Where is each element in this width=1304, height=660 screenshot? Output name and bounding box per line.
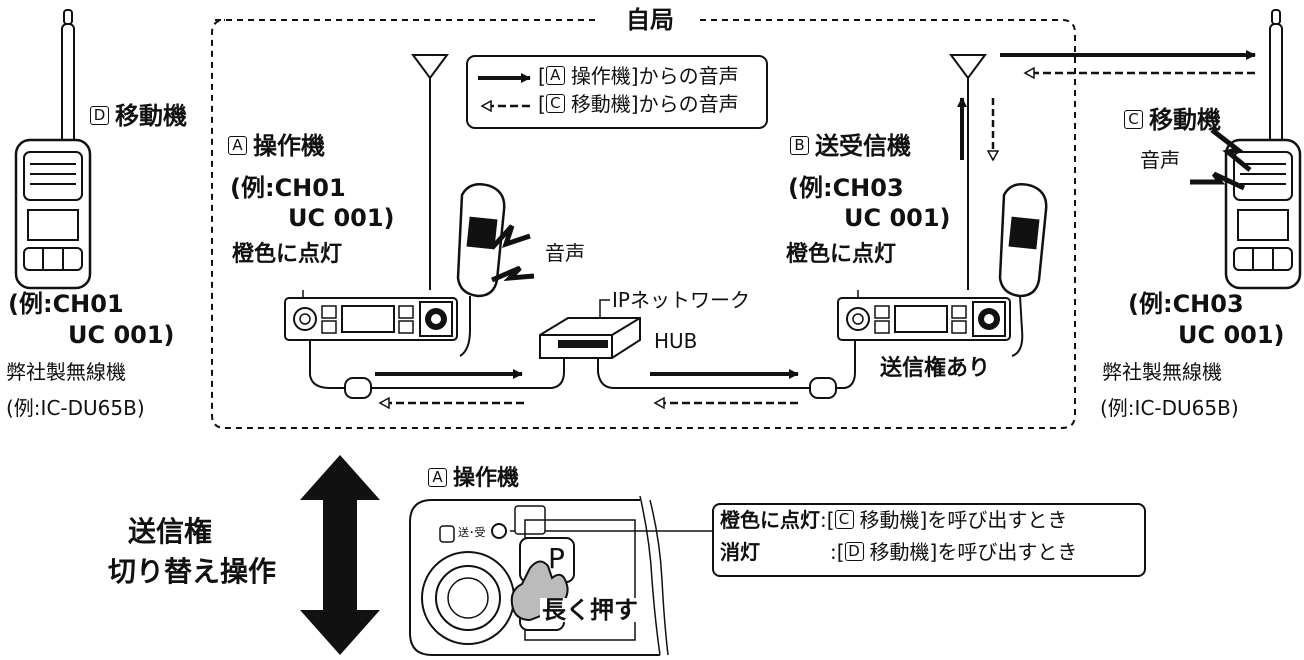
operator-unit xyxy=(284,290,458,341)
operator-lamp: 橙色に点灯 xyxy=(232,242,343,267)
right-radio-ch: (例:CH03 xyxy=(1128,290,1244,318)
press-label: 長く押す xyxy=(540,596,640,624)
transceiver-uc: UC 001) xyxy=(844,204,951,232)
left-radio-uc: UC 001) xyxy=(68,321,175,349)
right-radio-maker: 弊社製無線機 xyxy=(1102,360,1222,384)
transceiver-antenna xyxy=(949,54,987,290)
handheld-radio-right xyxy=(1190,9,1302,290)
right-radio-voice: 音声 xyxy=(1140,148,1180,172)
legend-key-c: C xyxy=(545,94,565,113)
switch-double-arrow xyxy=(300,455,380,655)
left-radio-ch: (例:CH01 xyxy=(8,290,124,318)
switch-label-line1: 送信権 xyxy=(128,515,213,548)
station-title: 自局 xyxy=(620,8,680,32)
operator-voice: 音声 xyxy=(545,241,585,265)
hub-label: HUB xyxy=(654,329,698,353)
legend-key-a: A xyxy=(545,66,565,85)
operator-uc: UC 001) xyxy=(288,204,395,232)
left-radio-model: (例:IC-DU65B) xyxy=(6,396,145,420)
transceiver-lamp: 橙色に点灯 xyxy=(786,242,897,267)
station-boundary xyxy=(211,19,1076,429)
right-radio-model: (例:IC-DU65B) xyxy=(1100,396,1239,420)
network-label: IPネットワーク xyxy=(612,288,750,312)
hub-device xyxy=(539,299,641,359)
panel-closeup xyxy=(409,495,712,656)
switch-label-line2: 切り替え操作 xyxy=(108,555,277,588)
handheld-radio-left xyxy=(14,9,92,290)
right-radio-uc: UC 001) xyxy=(1178,321,1285,349)
transceiver-unit xyxy=(837,290,1011,341)
panel-tx-rx-label: 送･受 xyxy=(458,526,486,539)
transceiver-status: 送信権あり xyxy=(880,356,991,381)
cable-right xyxy=(597,358,810,389)
transceiver-microphone xyxy=(998,183,1048,357)
left-radio-maker: 弊社製無線機 xyxy=(6,360,126,384)
operator-ch: (例:CH01 xyxy=(230,174,346,202)
cable-left xyxy=(309,340,345,389)
p-key-label: P xyxy=(548,542,565,575)
operator-antenna xyxy=(411,54,449,290)
legend-box xyxy=(466,55,768,129)
lamp-note-box xyxy=(712,503,1146,577)
transceiver-ch: (例:CH03 xyxy=(788,174,904,202)
operator-microphone xyxy=(456,183,535,357)
